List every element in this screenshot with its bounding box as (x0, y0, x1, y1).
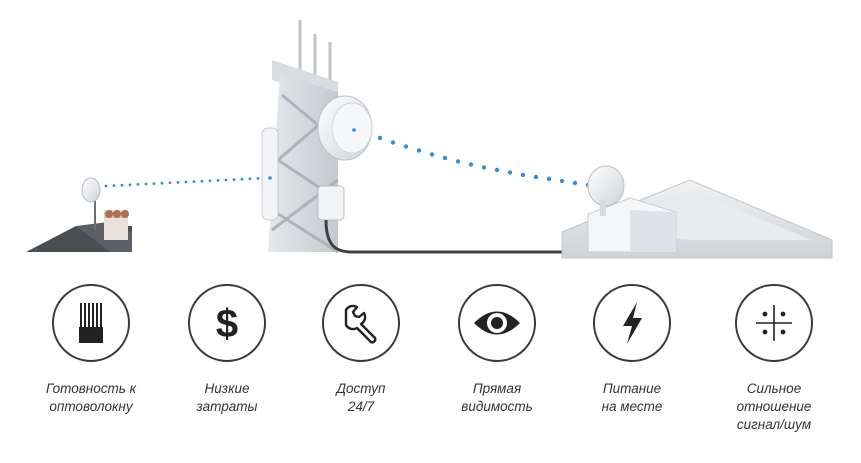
cable (324, 219, 566, 254)
wrench-icon (322, 284, 400, 362)
fiber-icon (52, 284, 130, 362)
network-illustration (26, 20, 833, 259)
small-dish-icon (81, 177, 101, 230)
eye-icon (458, 284, 536, 362)
lightning-icon (593, 284, 671, 362)
house-icon (26, 210, 132, 252)
link-tower-building (377, 135, 591, 188)
dollar-icon: $ (188, 284, 266, 362)
dish-on-building-icon (587, 165, 625, 216)
large-dish-icon (317, 95, 373, 161)
crosshair-icon (735, 284, 813, 362)
svg-text:$: $ (216, 302, 238, 346)
link-house-tower (104, 177, 260, 188)
building-icon (561, 179, 833, 259)
sector-antenna-icon (317, 185, 345, 221)
